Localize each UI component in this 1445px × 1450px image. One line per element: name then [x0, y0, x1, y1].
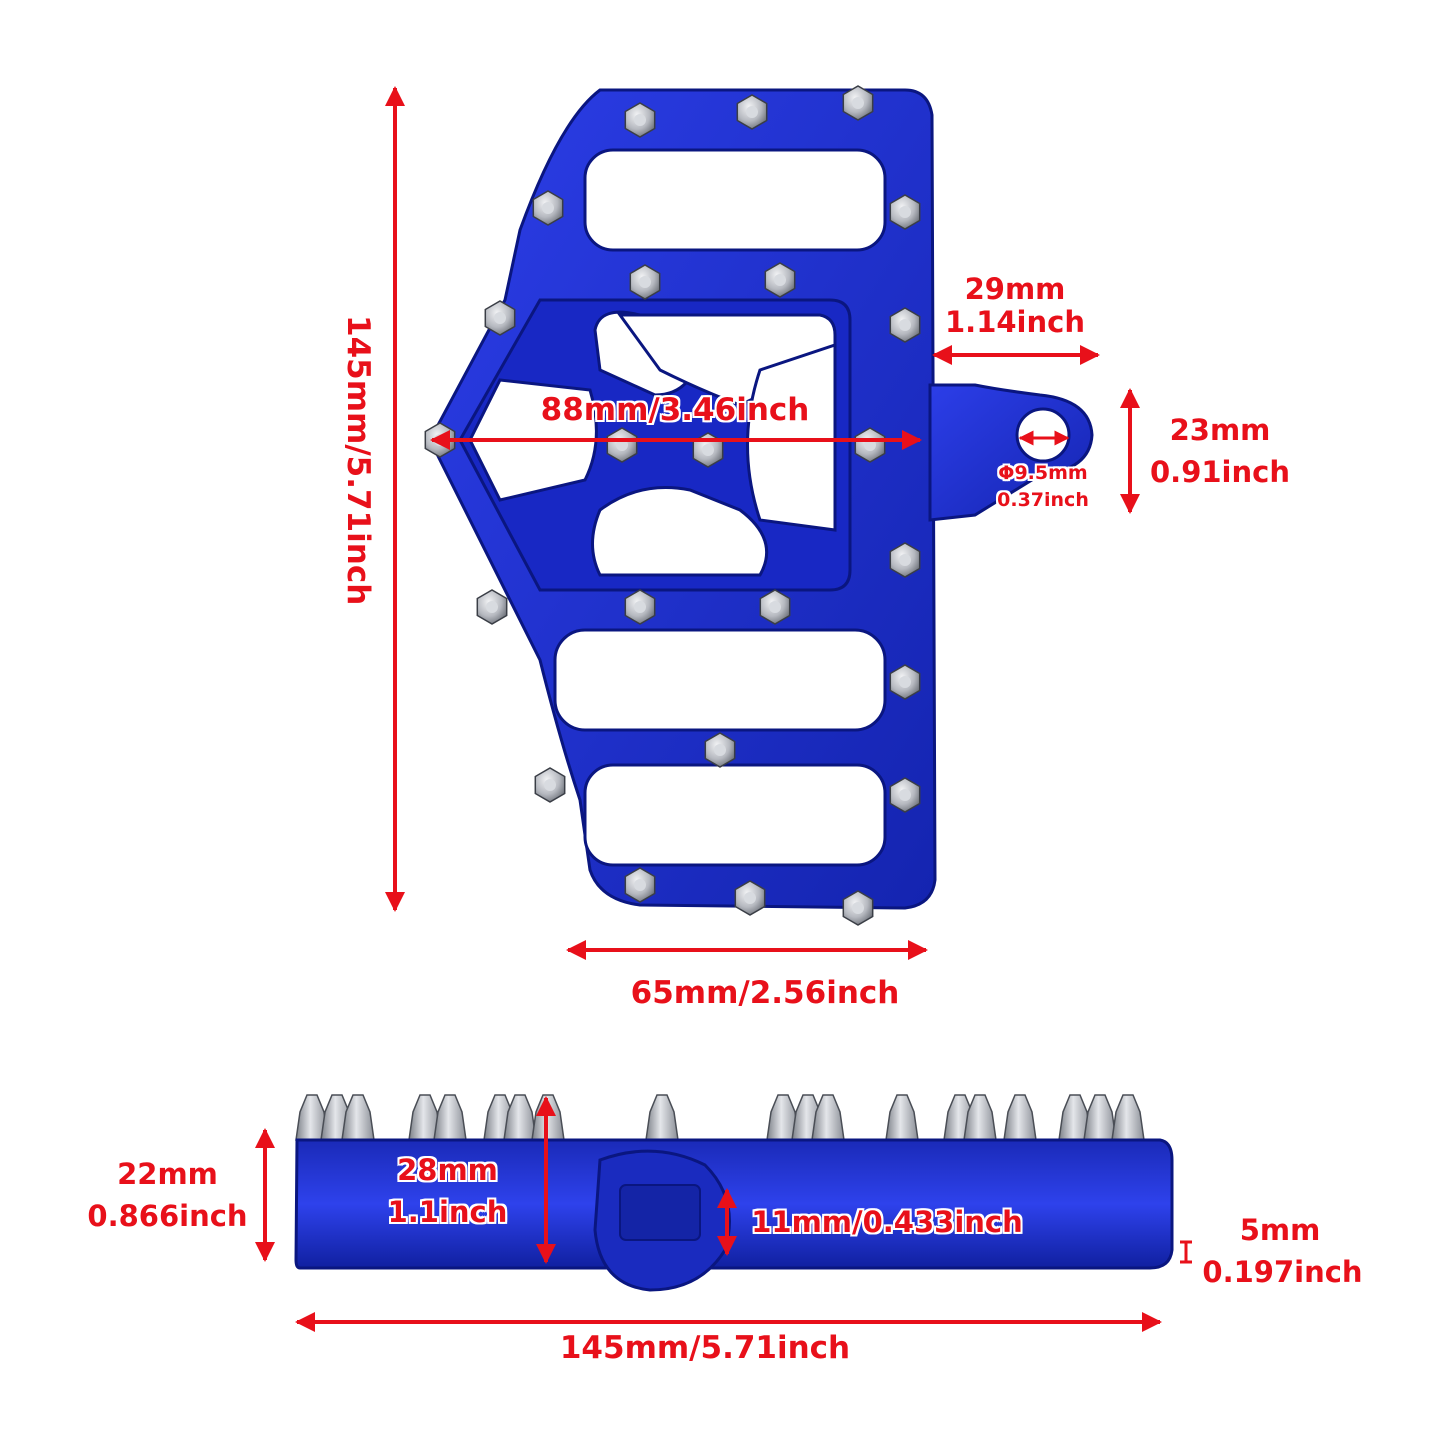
hole-diameter-inch-label: 0.37inch [997, 489, 1089, 511]
bolt-icon [704, 732, 736, 768]
bolt-icon [629, 264, 661, 300]
side-view-body [294, 1094, 1174, 1292]
bolt-icon [889, 542, 921, 578]
dimension-arrows [255, 86, 1192, 1332]
bolt-icon [624, 102, 656, 138]
side-total-height-inch-label: 1.1inch [387, 1195, 508, 1229]
spike-icon [885, 1094, 919, 1141]
spike-icon [1003, 1094, 1037, 1141]
side-mount-height-label: 11mm/0.433inch [751, 1205, 1023, 1239]
side-body-height-inch-label: 0.866inch [87, 1199, 248, 1233]
bolt-icon [624, 589, 656, 625]
bolt-icon [759, 589, 791, 625]
bolt-icon [736, 94, 768, 130]
top-view-bolts [424, 85, 921, 926]
bolt-icon [764, 262, 796, 298]
spike-icon [1083, 1094, 1117, 1141]
bolt-icon [889, 307, 921, 343]
top-span-label: 88mm/3.46inch [540, 392, 810, 428]
side-view-spikes [295, 1094, 1145, 1141]
bolt-icon [476, 589, 508, 625]
spike-icon [811, 1094, 845, 1141]
bolt-icon [889, 777, 921, 813]
side-mount-slot [619, 1184, 701, 1241]
bolt-icon [534, 767, 566, 803]
side-lip-mm-label: 5mm [1239, 1213, 1321, 1247]
spike-icon [341, 1094, 375, 1141]
bolt-icon [842, 85, 874, 121]
cutout-center-bottom [591, 486, 769, 577]
bolt-icon [606, 427, 638, 463]
bolt-icon [484, 300, 516, 336]
side-total-height-mm-label: 28mm [397, 1153, 498, 1187]
mount-offset-mm-label: 29mm [964, 272, 1066, 306]
cutout-middle [553, 628, 887, 732]
side-lip-inch-label: 0.197inch [1202, 1255, 1363, 1289]
bolt-icon [842, 890, 874, 926]
top-height-label: 145mm/5.71inch [340, 315, 376, 606]
cutout-center-right [746, 342, 837, 532]
side-length-label: 145mm/5.71inch [559, 1330, 851, 1366]
spike-icon [503, 1094, 537, 1141]
bolt-icon [734, 880, 766, 916]
top-width-label: 65mm/2.56inch [630, 975, 900, 1011]
hole-diameter-mm-label: Φ9.5mm [998, 462, 1088, 484]
bolt-icon [624, 867, 656, 903]
mount-height-inch-label: 0.91inch [1150, 455, 1290, 489]
spike-icon [645, 1094, 679, 1141]
bolt-icon [532, 190, 564, 226]
mount-offset-inch-label: 1.14inch [945, 305, 1085, 339]
spike-icon [963, 1094, 997, 1141]
mount-hole [1015, 407, 1071, 463]
cutout-top [583, 148, 887, 252]
bolt-icon [889, 194, 921, 230]
spike-icon [433, 1094, 467, 1141]
side-body-height-mm-label: 22mm [117, 1157, 218, 1191]
bolt-icon [889, 664, 921, 700]
spike-icon [1111, 1094, 1145, 1141]
cutout-bottom [583, 763, 887, 867]
mount-height-mm-label: 23mm [1169, 413, 1271, 447]
bolt-icon [854, 427, 886, 463]
